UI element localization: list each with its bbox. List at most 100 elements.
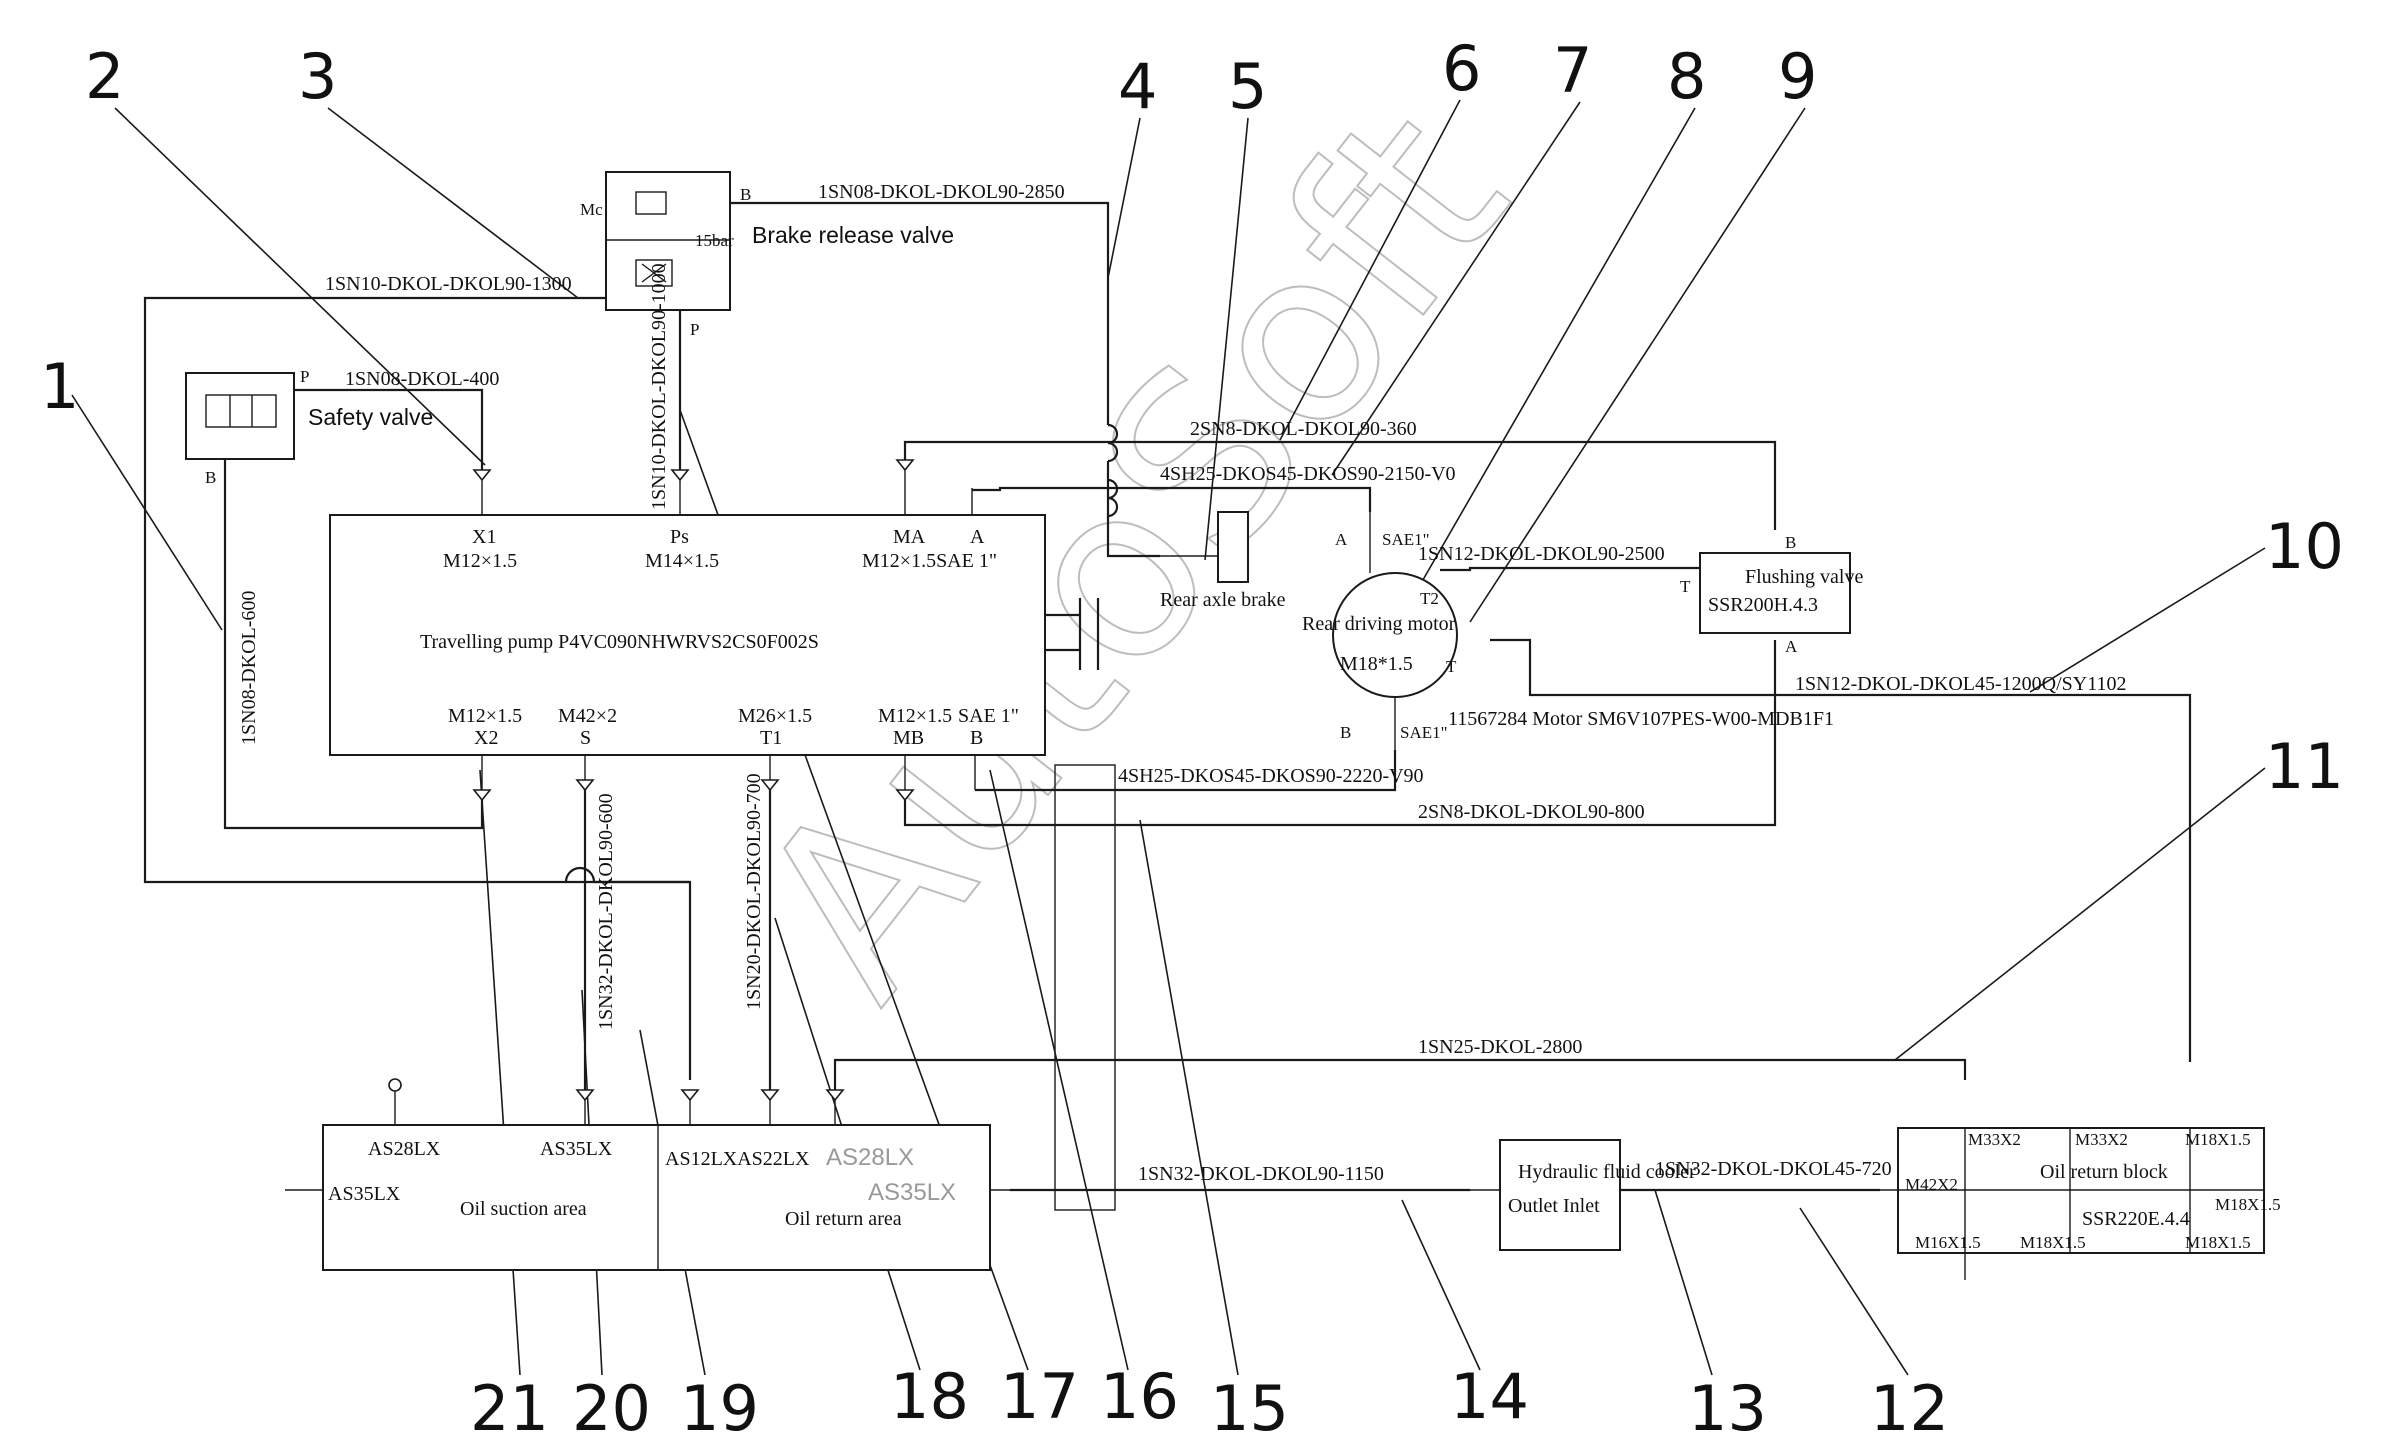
callout-10: 10 <box>2265 510 2344 583</box>
pump-port-b: B <box>970 727 983 749</box>
pump-port-x2-thread: M12×1.5 <box>448 705 522 727</box>
block-port-m16-bottom: M16X1.5 <box>1915 1233 1981 1252</box>
tank-port-as35: AS35LX <box>540 1138 613 1160</box>
motor-port-t: T <box>1446 657 1457 676</box>
brake-port-b: B <box>740 185 751 204</box>
hydraulic-fluid-cooler: Hydraulic fluid cooler Outlet Inlet <box>1470 1139 1696 1251</box>
block-port-m33-b: M33X2 <box>2075 1130 2128 1149</box>
hose-1sn20-700: 1SN20-DKOL-DKOL90-700 <box>743 773 765 1010</box>
block-port-m18-bottom-right: M18X1.5 <box>2185 1233 2251 1252</box>
flushing-valve-label: Flushing valve <box>1745 566 1863 588</box>
hydraulic-tank: AS28LX AS35LX AS12LXAS22LX AS28LX AS35LX… <box>285 1078 1010 1271</box>
oil-return-block-label: Oil return block <box>2040 1161 2168 1183</box>
hose-labels: 1SN08-DKOL-DKOL90-2850 1SN10-DKOL-DKOL90… <box>238 181 2126 1185</box>
hose-1sn32-720: 1SN32-DKOL-DKOL45-720 <box>1655 1158 1892 1180</box>
pump-label: Travelling pump P4VC090NHWRVS2CS0F002S <box>420 631 819 653</box>
motor-thread: M18*1.5 <box>1340 653 1413 675</box>
hose-lines <box>143 201 2192 1211</box>
tank-port-as35-left: AS35LX <box>328 1183 401 1205</box>
hose-1sn32-600: 1SN32-DKOL-DKOL90-600 <box>595 793 617 1030</box>
callout-8: 8 <box>1667 40 1706 113</box>
callout-19: 19 <box>680 1372 759 1441</box>
callout-2: 2 <box>85 40 124 113</box>
safety-valve: P B Safety valve <box>185 367 433 487</box>
cooler-label: Hydraulic fluid cooler <box>1518 1161 1696 1183</box>
motor-sae1-bottom: SAE1" <box>1400 723 1448 742</box>
hose-2sn8-800: 2SN8-DKOL-DKOL90-800 <box>1418 801 1645 823</box>
brake-release-valve-label: Brake release valve <box>752 222 954 248</box>
pump-port-ps: Ps <box>670 526 689 548</box>
callout-3: 3 <box>298 40 337 113</box>
callout-21: 21 <box>470 1372 549 1441</box>
callout-5: 5 <box>1228 50 1267 123</box>
hose-4sh25-2220: 4SH25-DKOS45-DKOS90-2220-V90 <box>1118 765 1424 787</box>
pump-port-x2: X2 <box>474 727 498 749</box>
safety-port-p: P <box>300 367 309 386</box>
hose-1sn08-600: 1SN08-DKOL-600 <box>238 591 260 745</box>
callout-6: 6 <box>1442 32 1481 105</box>
callout-9: 9 <box>1778 40 1817 113</box>
hose-1sn10-1300: 1SN10-DKOL-DKOL90-1300 <box>325 273 572 295</box>
callout-16: 16 <box>1100 1360 1179 1433</box>
callout-7: 7 <box>1553 34 1592 107</box>
brake-port-p: P <box>690 320 699 339</box>
block-port-m18-top: M18X1.5 <box>2185 1130 2251 1149</box>
rear-axle-brake-label: Rear axle brake <box>1160 589 1286 611</box>
callout-14: 14 <box>1450 1360 1529 1433</box>
motor-port-a: A <box>1335 530 1348 549</box>
travelling-pump: Travelling pump P4VC090NHWRVS2CS0F002S X… <box>329 514 1100 756</box>
brake-port-mc: Mc <box>580 200 603 219</box>
flush-port-t: T <box>1680 577 1691 596</box>
flush-port-a: A <box>1785 637 1798 656</box>
hose-1sn08-2850: 1SN08-DKOL-DKOL90-2850 <box>818 181 1065 203</box>
callout-1: 1 <box>40 350 79 423</box>
block-port-m18-bottom-mid: M18X1.5 <box>2020 1233 2086 1252</box>
flushing-valve-code: SSR200H.4.3 <box>1708 594 1818 616</box>
pump-port-ma-thread: M12×1.5SAE 1" <box>862 550 997 572</box>
callout-12: 12 <box>1870 1372 1949 1441</box>
block-port-m33-a: M33X2 <box>1968 1130 2021 1149</box>
callout-20: 20 <box>572 1372 651 1441</box>
brake-release-valve: Mc B P 15bar Brake release valve <box>580 171 954 339</box>
tank-port-as28-ghost: AS28LX <box>826 1144 914 1171</box>
callout-4: 4 <box>1118 50 1157 123</box>
oil-return-area-label: Oil return area <box>785 1208 902 1230</box>
hose-1sn08-400: 1SN08-DKOL-400 <box>345 368 499 390</box>
rear-driving-motor-label: Rear driving motor <box>1302 613 1456 635</box>
port-connectors <box>472 459 976 802</box>
hose-1sn32-1150: 1SN32-DKOL-DKOL90-1150 <box>1138 1163 1384 1185</box>
tank-port-as35-ghost: AS35LX <box>868 1179 956 1206</box>
flush-port-b: B <box>1785 533 1796 552</box>
safety-port-b: B <box>205 468 216 487</box>
motor-sae1-top: SAE1" <box>1382 530 1430 549</box>
hose-1sn10-1000: 1SN10-DKOL-DKOL90-1000 <box>648 263 670 510</box>
pump-port-a: A <box>970 526 985 548</box>
hose-1sn12-2500: 1SN12-DKOL-DKOL90-2500 <box>1418 543 1665 565</box>
callout-numbers: 1 2 3 4 5 6 7 8 9 10 11 12 13 14 15 16 1… <box>40 32 2344 1441</box>
rear-driving-motor: A SAE1" T2 T M18*1.5 B SAE1" Rear drivin… <box>1302 512 1834 750</box>
oil-return-block: Oil return block SSR220E.4.4 M33X2 M33X2… <box>1880 1127 2281 1280</box>
oil-return-block-code: SSR220E.4.4 <box>2082 1208 2190 1230</box>
callout-13: 13 <box>1688 1372 1767 1441</box>
pump-port-mb-thread: M12×1.5 <box>878 705 952 727</box>
motor-port-t2: T2 <box>1420 589 1439 608</box>
brake-pressure: 15bar <box>695 231 734 250</box>
pump-port-b-thread: SAE 1" <box>958 705 1019 727</box>
callout-11: 11 <box>2265 730 2344 803</box>
block-port-m18-right: M18X1.5 <box>2215 1195 2281 1214</box>
block-port-m42: M42X2 <box>1905 1175 1958 1194</box>
pump-port-s: S <box>580 727 591 749</box>
pump-port-ps-thread: M14×1.5 <box>645 550 719 572</box>
oil-suction-area-label: Oil suction area <box>460 1198 587 1220</box>
cooler-outlet-inlet: Outlet Inlet <box>1508 1195 1600 1217</box>
hose-4sh25-2150: 4SH25-DKOS45-DKOS90-2150-V0 <box>1160 463 1456 485</box>
pump-port-x1: X1 <box>472 526 496 548</box>
hose-1sn12-1200: 1SN12-DKOL-DKOL45-1200Q/SY1102 <box>1795 673 2126 695</box>
callout-17: 17 <box>1000 1360 1079 1433</box>
pump-port-t1-thread: M26×1.5 <box>738 705 812 727</box>
pump-port-t1: T1 <box>760 727 782 749</box>
callout-15: 15 <box>1210 1372 1289 1441</box>
pump-port-x1-thread: M12×1.5 <box>443 550 517 572</box>
pump-port-ma: MA <box>893 526 926 548</box>
pump-port-mb: MB <box>893 727 924 749</box>
